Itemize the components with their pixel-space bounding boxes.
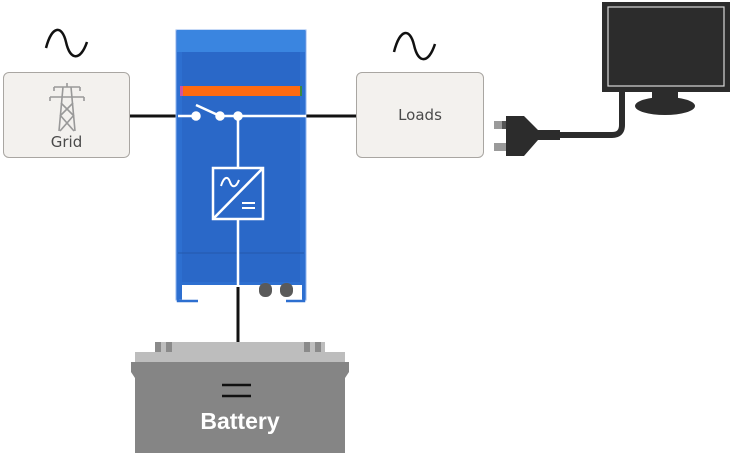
loads-box: Loads: [356, 72, 484, 158]
loads-label: Loads: [398, 106, 442, 124]
grid-label: Grid: [50, 133, 83, 151]
monitor-icon: [602, 2, 730, 115]
power-pylon-icon: [49, 83, 85, 132]
ac-dc-converter-icon: [211, 166, 265, 221]
cable-gland: [280, 283, 293, 297]
grid-box: Grid: [3, 72, 130, 158]
power-plug-icon: [494, 116, 560, 156]
grid-ac-wave-icon: [44, 28, 89, 58]
monitor-cable: [558, 92, 625, 138]
orange-status-strip: [180, 86, 302, 96]
loads-ac-wave-icon: [392, 31, 437, 61]
internal-wiring: [178, 103, 306, 287]
cable-gland: [259, 283, 272, 297]
inverter-charger: [175, 29, 307, 303]
battery: [131, 342, 349, 453]
battery-label: Battery: [200, 408, 280, 434]
